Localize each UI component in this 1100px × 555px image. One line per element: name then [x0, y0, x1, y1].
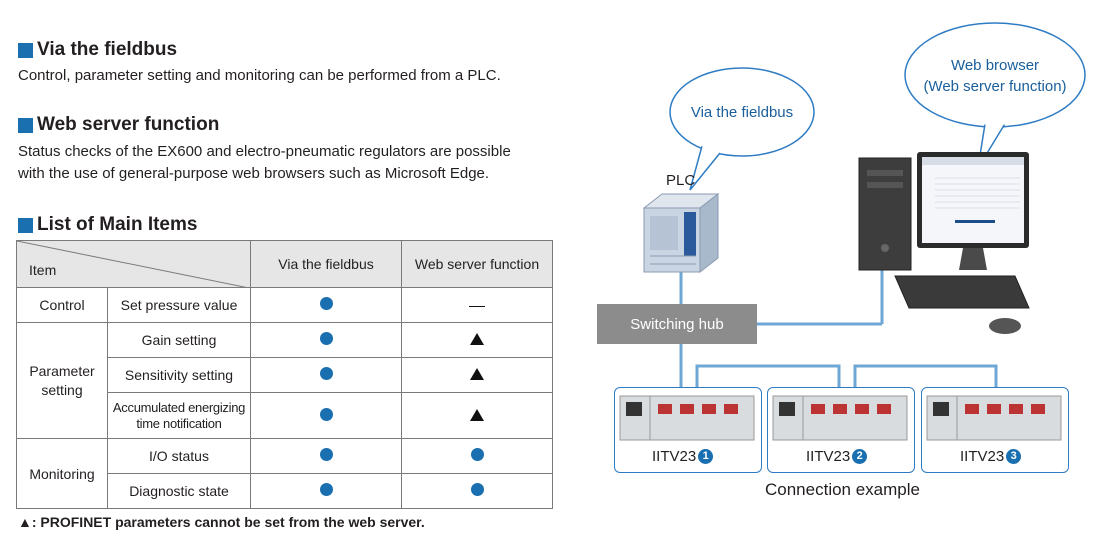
device-1 [614, 387, 762, 473]
footnote: ▲: PROFINET parameters cannot be set fro… [18, 514, 425, 530]
regulator-icon [926, 395, 1062, 441]
heading-fieldbus: Via the fieldbus [18, 39, 177, 61]
limited-triangle-icon [470, 368, 484, 380]
mark-cell [250, 392, 402, 439]
supported-dot-icon [470, 483, 484, 496]
plc-label: PLC [666, 172, 696, 189]
supported-dot-icon [319, 483, 333, 496]
switching-hub: Switching hub [597, 304, 757, 344]
mark-cell [250, 287, 402, 323]
row-item-line2: time notification [136, 415, 222, 431]
square-bullet-icon [18, 42, 33, 58]
regulator-icon [772, 395, 908, 441]
device-label-text: IITV23 [960, 448, 1005, 465]
computer-icon [858, 152, 1030, 334]
device-label-3: IITV23 3 [960, 448, 1022, 465]
diagonal-line [17, 241, 249, 288]
square-bullet-icon [18, 217, 33, 233]
row-item: Gain setting [107, 322, 251, 358]
mark-cell [401, 322, 553, 358]
limited-triangle-icon [470, 333, 484, 345]
table-row: Accumulated energizing time notification [17, 392, 553, 439]
web-server-description-line1: Status checks of the EX600 and electro-p… [18, 143, 511, 160]
supported-dot-icon [319, 332, 333, 345]
heading-web-server-text: Web server function [37, 114, 220, 135]
supported-dot-icon [319, 407, 333, 421]
row-item: I/O status [107, 438, 251, 474]
table-row: Sensitivity setting [17, 357, 553, 393]
mark-cell [401, 392, 553, 439]
row-item: Diagnostic state [107, 473, 251, 509]
device-label-2: IITV23 2 [806, 448, 868, 465]
table-header-item-label: Item [29, 262, 57, 278]
device-label-text: IITV23 [806, 448, 851, 465]
table-row: Parameter setting Gain setting [16, 322, 553, 439]
bubble-web [904, 22, 1086, 169]
square-bullet-icon [18, 117, 33, 133]
table-row: Control Set pressure value [16, 287, 553, 323]
row-item: Set pressure value [107, 287, 251, 323]
row-group-label: Parameter setting [29, 362, 95, 398]
main-items-table: Item Via the fieldbus Web server functio… [16, 240, 553, 509]
row-item: Accumulated energizing time notification [107, 392, 251, 439]
bubble-fieldbus-text: Via the fieldbus [690, 104, 794, 121]
row-group-parameter-setting: Parameter setting [16, 322, 108, 439]
supported-dot-icon [319, 297, 333, 310]
table-row: Diagnostic state [17, 473, 553, 509]
bubble-web-text: Web browser (Web server function) [905, 55, 1085, 97]
device-number-badge: 1 [698, 449, 714, 464]
table-header-item: Item [16, 240, 251, 288]
heading-main-items: List of Main Items [18, 214, 197, 236]
supported-dot-icon [319, 448, 333, 461]
fieldbus-description: Control, parameter setting and monitorin… [18, 67, 501, 84]
heading-fieldbus-text: Via the fieldbus [37, 39, 178, 60]
plc-icon [642, 192, 720, 274]
device-3 [921, 387, 1069, 473]
diagram-caption: Connection example [765, 480, 920, 499]
web-server-description-line2: with the use of general-purpose web brow… [18, 165, 490, 182]
bubble-fieldbus [669, 67, 815, 191]
mark-cell [250, 322, 402, 358]
row-group-monitoring: Monitoring [16, 438, 108, 509]
row-item-line1: Accumulated energizing [112, 399, 246, 415]
device-label-text: IITV23 [652, 448, 697, 465]
mark-cell [401, 473, 553, 509]
bubble-web-line1: Web browser [950, 57, 1040, 74]
supported-dot-icon [319, 367, 333, 380]
regulator-icon [619, 395, 755, 441]
mark-cell [250, 473, 402, 509]
bubble-web-line2: (Web server function) [923, 78, 1067, 95]
mark-cell [401, 287, 553, 323]
not-supported-dash-icon [469, 305, 485, 308]
web-server-description: Status checks of the EX600 and electro-p… [18, 141, 511, 185]
heading-main-items-text: List of Main Items [37, 214, 198, 235]
heading-web-server: Web server function [18, 114, 219, 136]
device-number-badge: 2 [852, 449, 868, 464]
row-group-control: Control [16, 287, 108, 323]
device-number-badge: 3 [1006, 449, 1022, 464]
device-2 [767, 387, 915, 473]
limited-triangle-icon [470, 408, 484, 421]
device-label-1: IITV23 1 [652, 448, 714, 465]
supported-dot-icon [470, 448, 484, 461]
